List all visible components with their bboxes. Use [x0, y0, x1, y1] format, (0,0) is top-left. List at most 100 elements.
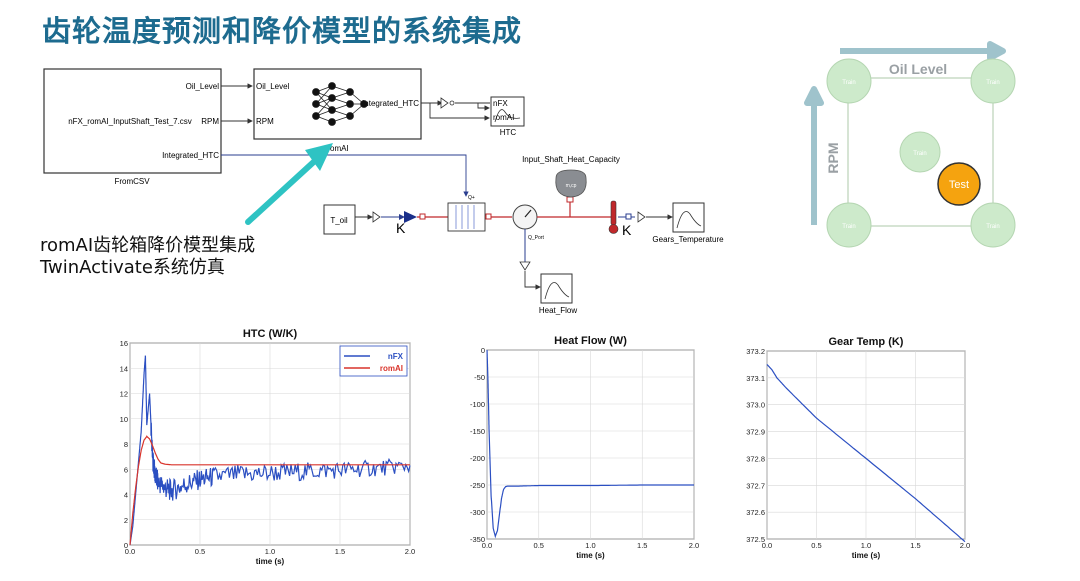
- y-tick-label: 14: [120, 364, 128, 373]
- series-line-data: [486, 349, 694, 539]
- legend-label: romAI: [380, 364, 403, 373]
- heat-flow-sensor[interactable]: Q_Port: [512, 204, 544, 241]
- convection-q-label: Q+: [468, 195, 475, 201]
- htc-scope-block[interactable]: nFX romAI HTC: [490, 96, 525, 137]
- caption-line-1: romAI齿轮箱降价模型集成: [40, 235, 256, 256]
- x-axis-label: time (s): [576, 551, 605, 560]
- romai-port-oil-level: Oil_Level: [256, 82, 290, 91]
- y-tick-label: -150: [470, 427, 485, 436]
- chart-title: HTC (W/K): [243, 328, 298, 340]
- fromcsv-port-rpm: RPM: [201, 117, 219, 126]
- romai-label: romAI: [327, 144, 348, 153]
- x-tick-label: 2.0: [960, 541, 970, 550]
- y-tick-label: -50: [474, 373, 485, 382]
- x-axis-label: time (s): [256, 557, 285, 566]
- svg-text:Train: Train: [842, 80, 855, 86]
- doe-train-point: Train: [899, 131, 941, 173]
- x-tick-label: 1.5: [910, 541, 920, 550]
- x-tick-label: 0.5: [534, 541, 544, 550]
- doe-train-point: Train: [970, 58, 1016, 104]
- y-tick-label: 0: [124, 541, 128, 550]
- fromcsv-port-htc: Integrated_HTC: [162, 151, 219, 160]
- svg-text:Test: Test: [949, 179, 969, 191]
- fromcsv-filename: nFX_romAI_InputShaft_Test_7.csv: [68, 117, 192, 126]
- romai-block[interactable]: Oil_Level RPM Integrated_HTC romAI: [253, 68, 422, 153]
- x-tick-label: 2.0: [405, 547, 415, 556]
- rpm-axis-arrow: [804, 86, 824, 225]
- htc-scope-port-nfx: nFX: [493, 99, 508, 108]
- heat-flow-label: Heat_Flow: [539, 306, 577, 315]
- heat-flow-scope[interactable]: Heat_Flow: [539, 273, 577, 315]
- y-tick-label: -350: [470, 535, 485, 544]
- doe-train-point: Train: [970, 202, 1016, 248]
- annotation-arrow: [245, 143, 333, 225]
- neural-network-icon: [312, 82, 368, 126]
- htc-scope-port-romai: romAI: [493, 113, 514, 122]
- t-oil-label: T_oil: [330, 216, 348, 225]
- y-tick-label: 373.2: [746, 347, 765, 356]
- x-tick-label: 1.0: [585, 541, 595, 550]
- series-line-data: [766, 364, 966, 543]
- doe-train-point: Train: [826, 202, 872, 248]
- gears-temperature-scope[interactable]: Gears_Temperature: [652, 202, 724, 244]
- x-tick-label: 0.5: [195, 547, 205, 556]
- svg-text:Train: Train: [986, 224, 999, 230]
- x-tick-label: 1.0: [861, 541, 871, 550]
- legend-box: [339, 345, 408, 377]
- x-tick-label: 0.5: [811, 541, 821, 550]
- y-tick-label: 372.6: [746, 508, 765, 517]
- y-tick-label: 16: [120, 339, 128, 348]
- series-line-nFX: [129, 355, 411, 546]
- scope-icon: [544, 282, 570, 300]
- svg-text:Train: Train: [913, 151, 926, 157]
- heat-capacity-symbol: m,cp: [566, 183, 577, 189]
- y-tick-label: 372.9: [746, 428, 765, 437]
- scope-icon: [494, 109, 521, 123]
- x-axis-label: time (s): [852, 551, 881, 560]
- gauge-needle-icon: [524, 209, 532, 218]
- y-tick-label: 10: [120, 415, 128, 424]
- y-tick-label: 2: [124, 516, 128, 525]
- romai-port-htc: Integrated_HTC: [362, 99, 419, 108]
- fromcsv-block[interactable]: Oil_Level RPM Integrated_HTC nFX_romAI_I…: [43, 68, 222, 186]
- gears-temperature-label: Gears_Temperature: [652, 235, 724, 244]
- y-tick-label: 373.0: [746, 401, 765, 410]
- gain-arrow-icon: [440, 97, 449, 109]
- y-tick-label: -100: [470, 400, 485, 409]
- y-tick-label: 4: [124, 491, 128, 500]
- chart-title: Heat Flow (W): [554, 335, 627, 347]
- y-tick-label: 6: [124, 465, 128, 474]
- convection-block[interactable]: Q+: [447, 195, 486, 232]
- scope-icon: [676, 211, 702, 229]
- gain-k-2: K: [622, 222, 632, 238]
- x-tick-label: 1.0: [265, 547, 275, 556]
- x-tick-label: 0.0: [762, 541, 772, 550]
- series-line-romAI: [129, 435, 410, 546]
- fromcsv-label: FromCSV: [114, 177, 150, 186]
- y-tick-label: -200: [470, 454, 485, 463]
- x-tick-label: 1.5: [335, 547, 345, 556]
- heat-capacity-block[interactable]: Input_Shaft_Heat_Capacity m,cp: [522, 155, 620, 198]
- thermometer-icon: [608, 200, 619, 234]
- y-tick-label: -250: [470, 481, 485, 490]
- t-oil-block[interactable]: T_oil: [323, 204, 356, 235]
- fromcsv-port-oil-level: Oil_Level: [186, 82, 220, 91]
- svg-text:Train: Train: [986, 80, 999, 86]
- signal-wires: [221, 83, 490, 197]
- oil-level-axis-arrow: [840, 41, 1006, 61]
- mass-icon: [555, 169, 587, 198]
- sensor-port-label: Q_Port: [528, 235, 544, 241]
- legend-label: nFX: [388, 352, 404, 361]
- x-tick-label: 0.0: [482, 541, 492, 550]
- page-title: 齿轮温度预测和降价模型的系统集成: [42, 14, 523, 48]
- x-tick-label: 2.0: [689, 541, 699, 550]
- doe-y-axis-label: RPM: [825, 142, 841, 173]
- x-tick-label: 0.0: [125, 547, 135, 556]
- romai-port-rpm: RPM: [256, 117, 274, 126]
- y-tick-label: 8: [124, 440, 128, 449]
- y-tick-label: 372.7: [746, 481, 765, 490]
